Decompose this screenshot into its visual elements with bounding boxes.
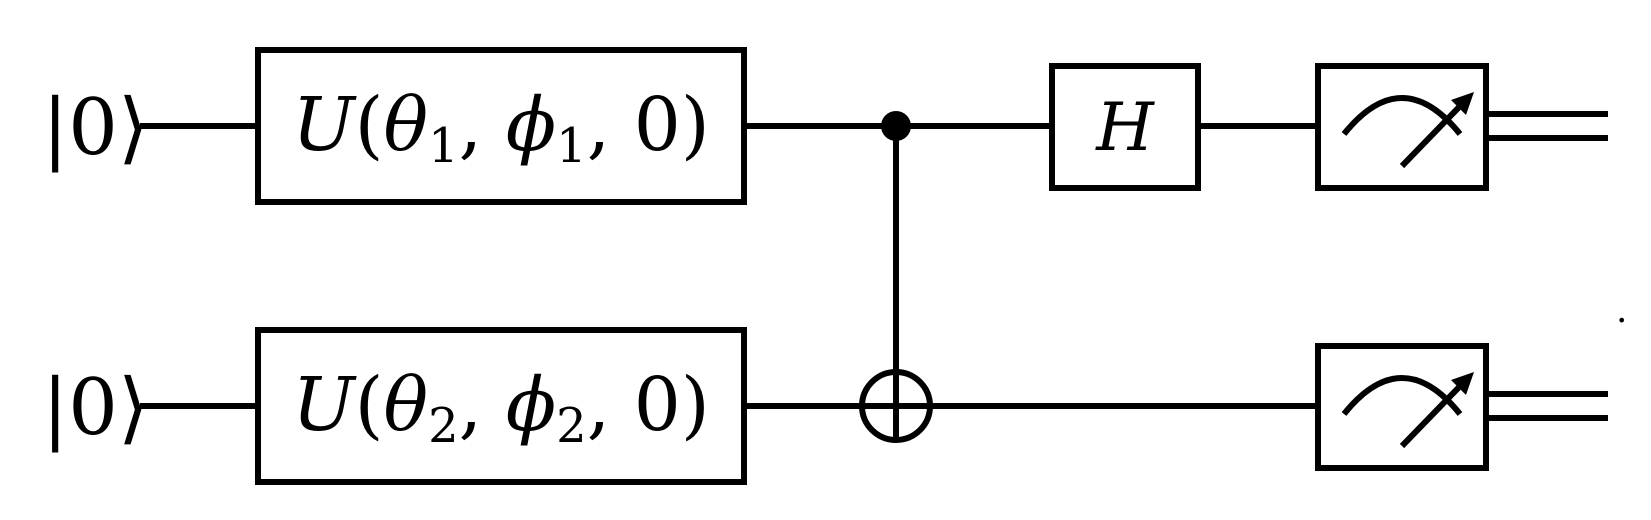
classical-output-qubit-1: [1486, 391, 1608, 421]
ket-0-qubit-1: |0⟩: [42, 363, 148, 453]
u-gate-qubit-1: U(θ2, ϕ2, 0): [255, 327, 747, 485]
measurement-qubit-1: [1315, 343, 1489, 471]
classical-output-qubit-0: [1486, 111, 1608, 141]
meter-icon: [1341, 372, 1474, 449]
ket-0-qubit-0: |0⟩: [42, 83, 148, 173]
cnot-control-dot: [881, 111, 911, 141]
u-gate-label-qubit-1: U(θ2, ϕ2, 0): [292, 362, 709, 454]
measurement-qubit-0: [1315, 63, 1489, 191]
hadamard-label: H: [1095, 89, 1155, 166]
hadamard-gate: H: [1049, 63, 1201, 191]
cnot-target: [859, 369, 933, 443]
cnot-gate: [859, 111, 933, 443]
stray-period-mark: .: [1616, 290, 1627, 331]
meter-icon: [1341, 92, 1474, 169]
u-gate-qubit-0: U(θ1, ϕ1, 0): [255, 47, 747, 205]
u-gate-label-qubit-0: U(θ1, ϕ1, 0): [292, 82, 709, 174]
